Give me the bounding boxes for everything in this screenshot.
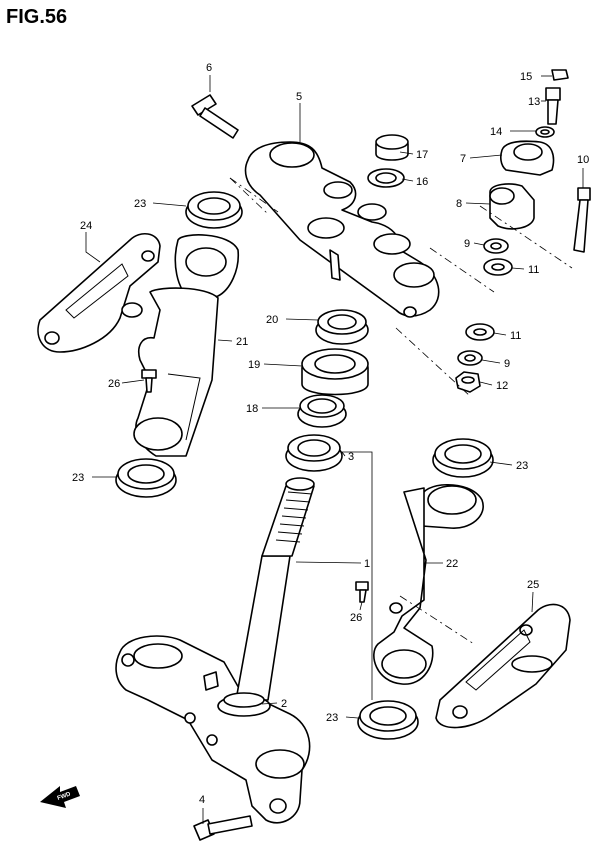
label-2: 2 bbox=[281, 698, 287, 710]
part-labels: 6 5 17 16 15 13 14 7 8 10 9 11 11 9 12 2… bbox=[72, 62, 589, 806]
label-20: 20 bbox=[266, 314, 278, 326]
grommet-23-lower-right bbox=[357, 700, 419, 740]
figure-title: FIG.56 bbox=[6, 6, 68, 28]
label-9-upper: 9 bbox=[464, 238, 470, 250]
label-1: 1 bbox=[364, 558, 370, 570]
label-15: 15 bbox=[520, 71, 532, 83]
label-24: 24 bbox=[80, 220, 92, 232]
label-5: 5 bbox=[296, 91, 302, 103]
grommet-23-lower-left bbox=[115, 458, 177, 498]
label-26-left: 26 bbox=[108, 378, 120, 390]
stay-21 bbox=[133, 234, 240, 457]
stay-22 bbox=[373, 483, 484, 685]
bearing-20 bbox=[315, 309, 369, 345]
bracket-25 bbox=[435, 603, 571, 729]
bolt-6 bbox=[191, 94, 239, 139]
label-17: 17 bbox=[416, 149, 428, 161]
holder-7 bbox=[500, 140, 555, 176]
label-7: 7 bbox=[460, 153, 466, 165]
label-23-upper-right: 23 bbox=[516, 460, 528, 472]
label-21: 21 bbox=[236, 336, 248, 348]
label-23-upper-left: 23 bbox=[134, 198, 146, 210]
bolt-4 bbox=[193, 815, 253, 841]
label-23-lower-right: 23 bbox=[326, 712, 338, 724]
label-11-lower: 11 bbox=[510, 330, 521, 342]
grommet-23-upper-left bbox=[185, 191, 243, 229]
label-10: 10 bbox=[577, 154, 589, 166]
steering-stem-1 bbox=[115, 477, 315, 824]
label-14: 14 bbox=[490, 126, 502, 138]
bolt-26-left bbox=[141, 369, 157, 393]
fwd-arrow-icon: FWD bbox=[40, 786, 80, 808]
bearing-18 bbox=[297, 394, 347, 428]
bolt-10 bbox=[573, 187, 591, 253]
label-25: 25 bbox=[527, 579, 539, 591]
label-22: 22 bbox=[446, 558, 458, 570]
label-26-right: 26 bbox=[350, 612, 362, 624]
bolt-13 bbox=[545, 87, 561, 125]
washer-14 bbox=[535, 126, 555, 138]
label-12: 12 bbox=[496, 380, 508, 392]
holder-8 bbox=[489, 183, 535, 230]
label-8: 8 bbox=[456, 198, 462, 210]
bolt-26-right bbox=[355, 581, 369, 603]
label-13: 13 bbox=[528, 96, 540, 108]
label-11-upper: 11 bbox=[528, 264, 539, 276]
label-16: 16 bbox=[416, 176, 428, 188]
bracket-24 bbox=[37, 233, 161, 353]
nut-12 bbox=[455, 371, 481, 393]
grommet-23-upper-right bbox=[432, 438, 494, 478]
ring-16 bbox=[367, 168, 405, 188]
upper-bracket-5 bbox=[244, 141, 440, 318]
label-4: 4 bbox=[199, 794, 205, 806]
washer-11-upper bbox=[483, 258, 513, 276]
washer-9-lower bbox=[457, 350, 483, 366]
washer-9-upper bbox=[483, 238, 509, 254]
label-6: 6 bbox=[206, 62, 212, 74]
label-23-lower-left: 23 bbox=[72, 472, 84, 484]
label-18: 18 bbox=[246, 403, 258, 415]
washer-11-lower bbox=[465, 323, 495, 341]
label-9-lower: 9 bbox=[504, 358, 510, 370]
assembly-lines bbox=[229, 177, 573, 645]
cap-15 bbox=[551, 69, 569, 81]
label-19: 19 bbox=[248, 359, 260, 371]
race-3 bbox=[285, 434, 343, 472]
cap-17 bbox=[375, 134, 409, 161]
label-3: 3 bbox=[348, 451, 354, 463]
seal-19 bbox=[301, 348, 369, 396]
fwd-badge: FWD bbox=[57, 791, 73, 802]
leader-lines bbox=[85, 75, 584, 824]
